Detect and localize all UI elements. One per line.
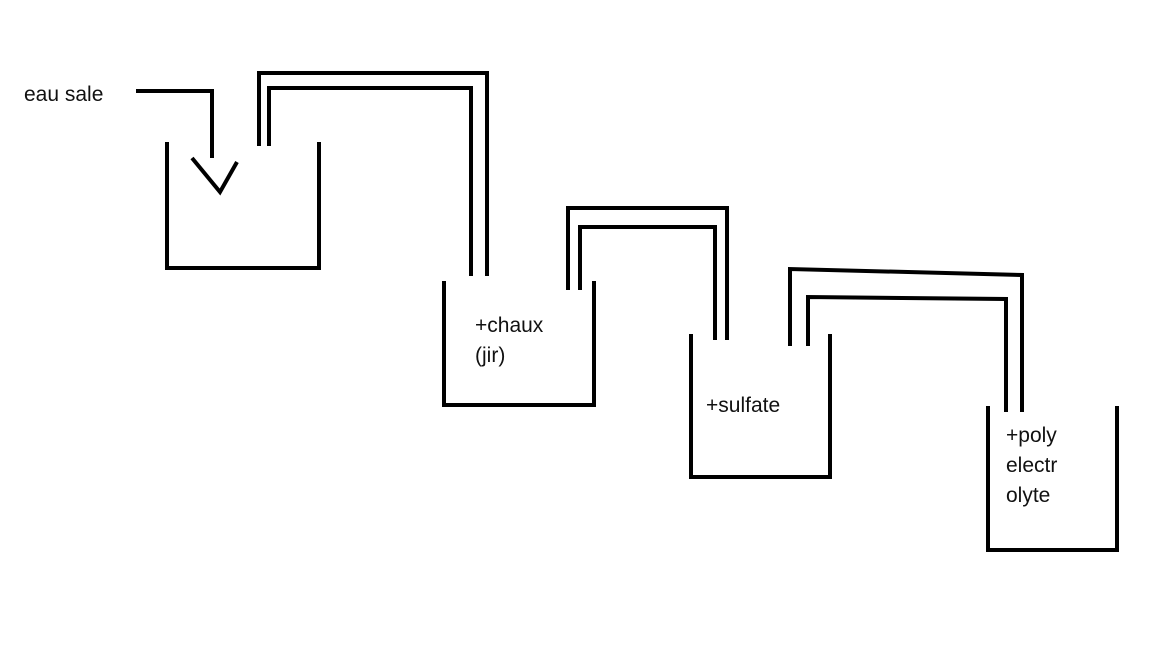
arrow-head-icon	[190, 156, 239, 196]
inlet-arrow	[136, 89, 239, 196]
tank-2-label-line: (jir)	[475, 344, 506, 367]
tank-1	[165, 142, 321, 270]
pipe-tank3-to-tank4	[788, 266, 1024, 412]
inlet-line	[136, 89, 214, 158]
tank-4-polyelectrolyte	[986, 406, 1119, 552]
tank-4-label-line: +poly	[1006, 424, 1057, 447]
tank-4-label-line: olyte	[1006, 484, 1051, 507]
tank-3-label: +sulfate	[706, 391, 780, 421]
tank-4-label: +poly electr olyte	[1006, 421, 1057, 511]
tank-2-label: +chaux (jir)	[475, 311, 543, 371]
tank-2-label-line: +chaux	[475, 314, 544, 337]
inlet-label: eau sale	[24, 83, 104, 106]
tank-3-sulfate	[689, 334, 832, 479]
pipe-tank2-to-tank3	[566, 206, 729, 340]
tank-3-label-line: +sulfate	[706, 394, 781, 417]
tank-2-lime	[442, 281, 596, 407]
tank-4-label-line: electr	[1006, 454, 1058, 477]
pipe-tank1-to-tank2	[257, 71, 489, 276]
